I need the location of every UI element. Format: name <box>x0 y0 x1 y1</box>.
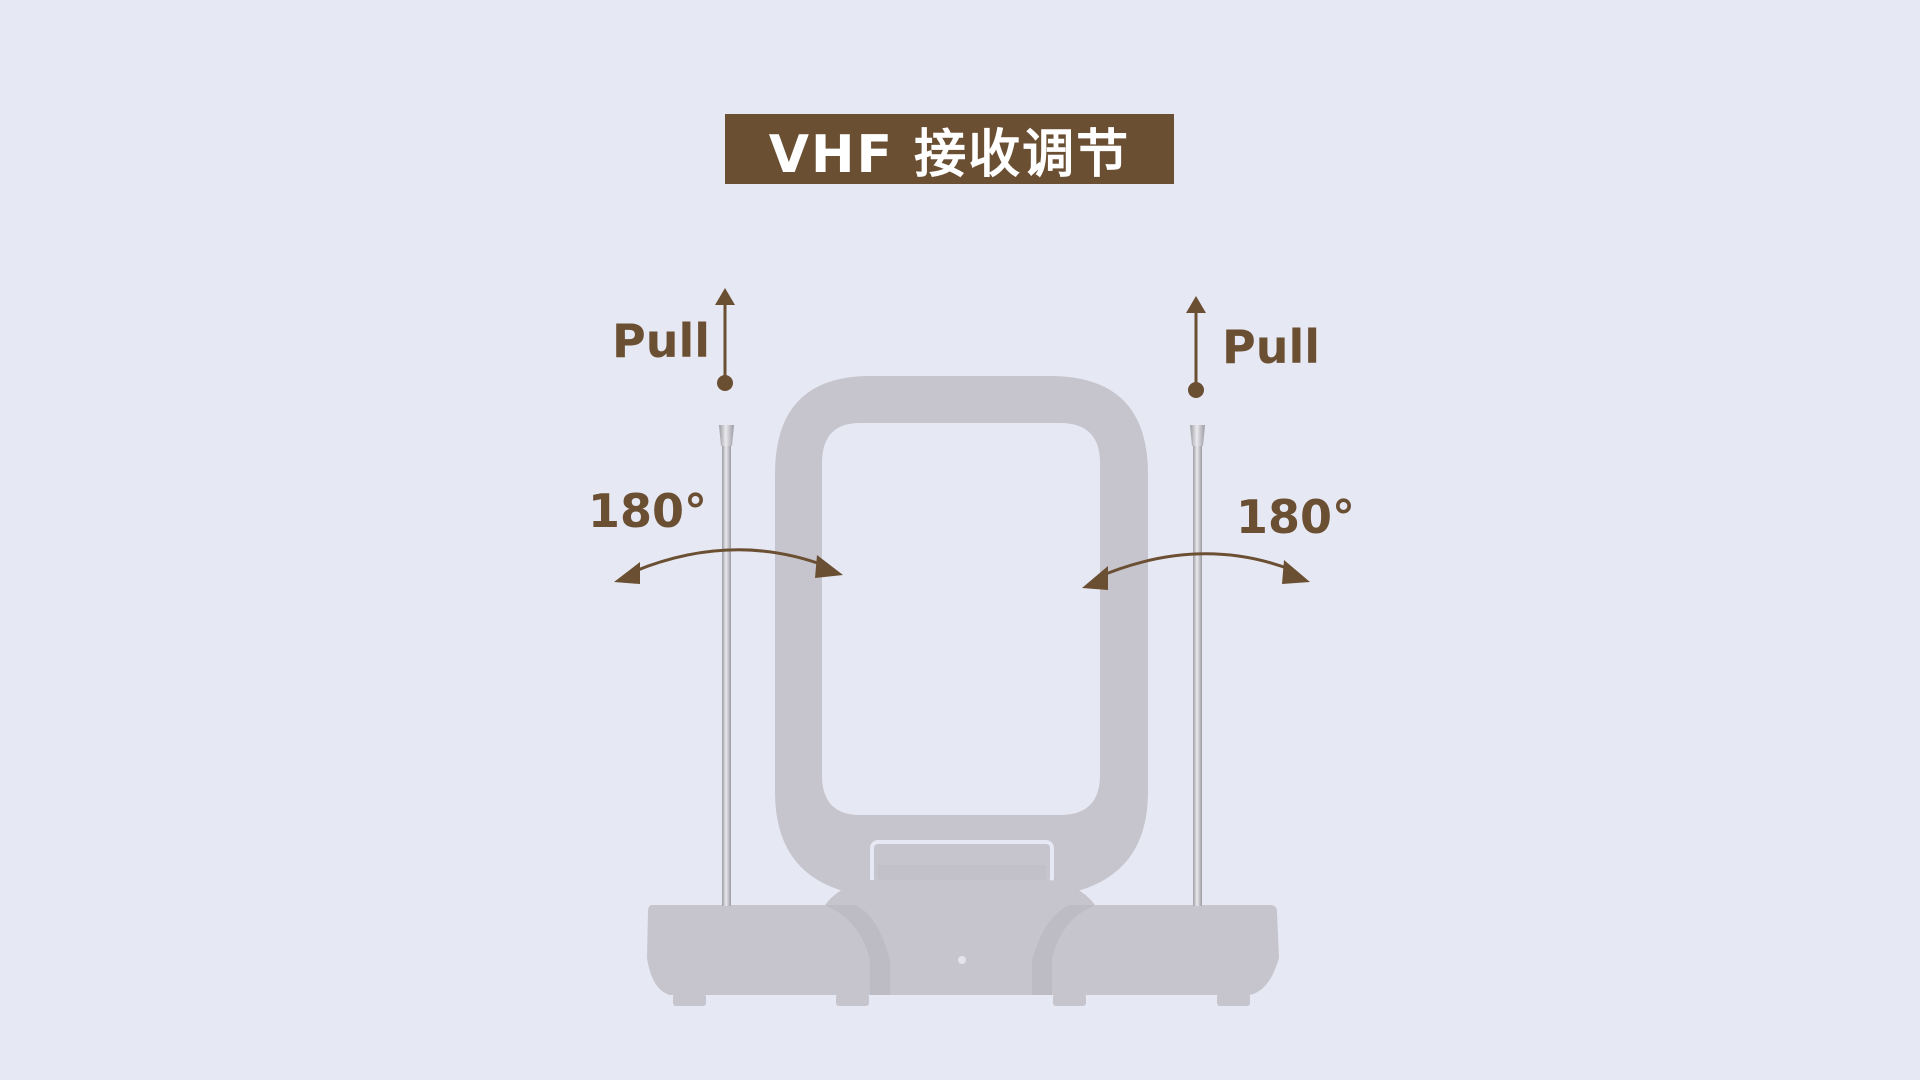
base-foot-2 <box>836 994 869 1006</box>
right-telescopic-rod[interactable] <box>1190 425 1205 906</box>
right-rotation-arrow-icon <box>1082 552 1310 590</box>
left-telescopic-rod[interactable] <box>719 425 734 906</box>
title-banner: VHF 接收调节 <box>725 114 1174 185</box>
page-title: VHF 接收调节 <box>768 124 1131 185</box>
right-rotation-label: 180° <box>1236 490 1356 544</box>
base-led <box>958 956 966 964</box>
base-foot-3 <box>1053 994 1086 1006</box>
right-pull-arrow-icon <box>1186 296 1206 398</box>
base-body <box>647 880 1279 995</box>
loop-frame <box>775 376 1148 895</box>
right-pull-label: Pull <box>1222 320 1320 374</box>
antenna-base <box>647 880 1279 1006</box>
left-pull-label: Pull <box>612 314 710 368</box>
base-foot-4 <box>1217 994 1250 1006</box>
base-foot-1 <box>673 994 706 1006</box>
left-rotation-arrow-icon <box>614 548 843 584</box>
left-pull-arrow-icon <box>715 288 735 391</box>
left-rotation-label: 180° <box>588 484 708 538</box>
loop-antenna <box>775 376 1148 905</box>
